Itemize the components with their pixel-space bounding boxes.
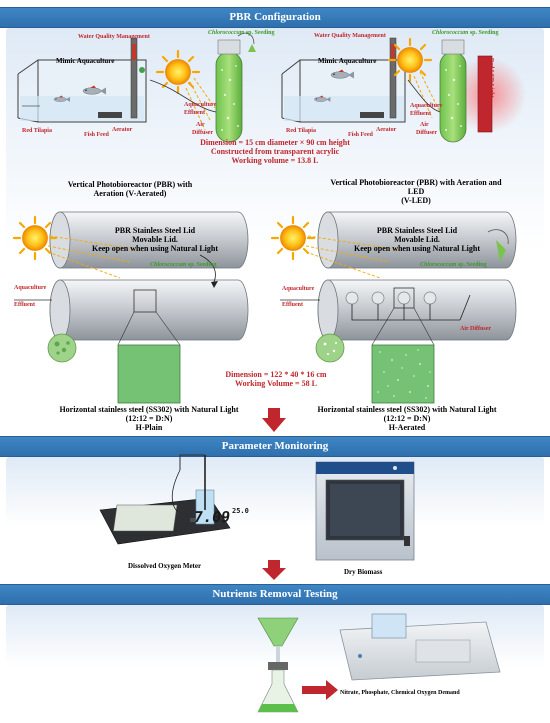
h-right-effluent: Effluent — [282, 302, 303, 308]
h-plain-caption-line-3: H-Plain — [135, 423, 163, 433]
label-chlorococcum: Chlorococcum — [432, 30, 469, 36]
h-right-air-diffuser: Air Diffuser — [460, 326, 492, 332]
do-meter-illustration — [99, 454, 231, 545]
label-aerator-left: Aerator — [112, 127, 133, 133]
vertical-dimension-line-2: Constructed from transparent acrylic — [210, 147, 340, 157]
filtration-flask-illustration — [257, 617, 299, 713]
label-diffuser-right: Diffuser — [416, 130, 437, 136]
vertical-dimension-text: Dimension = 15 cm diameter × 90 cm heigh… — [190, 138, 360, 166]
h-aerated-setup — [270, 211, 517, 404]
meter-reading: 7.09 — [192, 508, 232, 526]
h-right-aquaculture: Aquaculture — [282, 286, 315, 292]
label-mimic-aquaculture-left: Mimic Aquaculture — [56, 57, 115, 65]
label-red-tilapia-right: Red Tilapia — [286, 128, 316, 134]
label-aquaculture-right: Aquaculture — [410, 103, 443, 109]
horizontal-dimension-line-2: Working Volume = 58 L — [235, 379, 317, 389]
label-effluent-right: Effluent — [410, 111, 431, 117]
label-water-quality-left: Water Quality Management — [78, 34, 150, 40]
label-diffuser-left: Diffuser — [192, 130, 213, 136]
dry-biomass-oven-illustration — [315, 461, 415, 561]
label-air-left: Air — [196, 122, 205, 128]
v-aerated-title: Vertical Photobioreactor (PBR) with Aera… — [30, 180, 230, 198]
v-aerated-title-line-2: Aeration (V-Aerated) — [93, 189, 167, 199]
arrow-down-icon — [262, 560, 286, 580]
h-aerated-caption: Horizontal stainless steel (SS302) with … — [294, 405, 520, 433]
h-left-lid-line-2: Movable Lid. — [132, 235, 178, 245]
vertical-dimension-line-1: Dimension = 15 cm diameter × 90 cm heigh… — [200, 138, 350, 147]
label-aerator-right: Aerator — [376, 127, 397, 133]
h-left-effluent: Effluent — [14, 302, 35, 308]
label-chlorococcum: Chlorococcum — [150, 262, 187, 268]
spectrophotometer-illustration — [339, 613, 501, 681]
label-fish-feed-left: Fish Feed — [84, 132, 109, 138]
label-chlorococcum: Chlorococcum — [420, 262, 457, 268]
dry-biomass-label: Dry Biomass — [344, 568, 383, 576]
h-left-seeding: Chlorococcum sp. Seeding — [150, 262, 217, 269]
v-aerated-setup — [17, 32, 256, 143]
section-title-nutrients-removal: Nutrients Removal Testing — [0, 584, 550, 605]
arrow-down-icon — [262, 408, 286, 432]
h-plain-setup — [12, 211, 249, 404]
label-effluent-left: Effluent — [184, 110, 205, 116]
horizontal-dimension-text: Dimension = 122 * 40 * 16 cm Working Vol… — [196, 370, 356, 388]
label-seeding-left: Chlorococcum sp. Seeding — [208, 30, 275, 37]
h-left-lid-text: PBR Stainless Steel Lid Movable Lid. Kee… — [70, 226, 240, 254]
h-aerated-caption-line-1: Horizontal stainless steel (SS302) with … — [317, 405, 497, 414]
label-water-quality-right: Water Quality Management — [314, 33, 386, 39]
h-aerated-caption-line-2: (12:12 = D:N) — [383, 414, 431, 424]
label-seeding: sp. Seeding — [457, 262, 487, 268]
section-title-pbr-configuration: PBR Configuration — [0, 7, 550, 28]
horizontal-dimension-line-1: Dimension = 122 * 40 * 16 cm — [225, 370, 327, 379]
label-mimic-aquaculture-right: Mimic Aquaculture — [318, 57, 377, 65]
label-chlorococcum: Chlorococcum — [208, 30, 245, 36]
v-aerated-title-line-1: Vertical Photobioreactor (PBR) with — [67, 180, 193, 189]
h-left-lid-line-1: PBR Stainless Steel Lid — [114, 226, 196, 235]
h-right-lid-line-3: Keep open when using Natural Light — [353, 244, 481, 254]
do-meter-label: Dissolved Oxygen Meter — [128, 562, 202, 570]
label-seeding-right: Chlorococcum sp. Seeding — [432, 30, 499, 37]
v-led-title-line-2: LED — [407, 187, 425, 197]
h-left-aquaculture: Aquaculture — [14, 285, 47, 291]
h-plain-caption-line-1: Horizontal stainless steel (SS302) with … — [59, 405, 239, 414]
label-air-right: Air — [420, 122, 429, 128]
h-right-seeding: Chlorococcum sp. Seeding — [420, 262, 487, 269]
arrow-right-icon — [302, 680, 338, 700]
label-aquaculture-left: Aquaculture — [184, 102, 217, 108]
v-led-setup — [281, 37, 526, 143]
v-led-title: Vertical Photobioreactor (PBR) with Aera… — [306, 178, 526, 206]
label-red-led-light: Red LED Light — [488, 58, 494, 98]
h-aerated-caption-line-3: H-Aerated — [388, 423, 426, 433]
h-right-lid-line-1: PBR Stainless Steel Lid — [376, 226, 458, 235]
h-left-lid-line-3: Keep open when using Natural Light — [91, 244, 219, 254]
label-seeding: sp. Seeding — [187, 262, 217, 268]
h-right-lid-text: PBR Stainless Steel Lid Movable Lid. Kee… — [332, 226, 502, 254]
vertical-dimension-line-3: Working volume = 13.8 L — [231, 156, 319, 166]
v-led-title-line-3: (V-LED) — [401, 196, 431, 206]
label-seeding: sp. Seeding — [245, 30, 275, 36]
section-title-parameter-monitoring: Parameter Monitoring — [0, 436, 550, 457]
h-right-lid-line-2: Movable Lid. — [394, 235, 440, 245]
label-seeding: sp. Seeding — [469, 30, 499, 36]
v-led-title-line-1: Vertical Photobioreactor (PBR) with Aera… — [330, 178, 502, 187]
nutrients-analysis-label: Nitrate, Phosphate, Chemical Oxygen Dema… — [340, 690, 460, 696]
h-plain-caption: Horizontal stainless steel (SS302) with … — [36, 405, 262, 433]
label-fish-feed-right: Fish Feed — [348, 132, 373, 138]
h-plain-caption-line-2: (12:12 = D:N) — [125, 414, 173, 424]
label-red-tilapia-left: Red Tilapia — [22, 128, 52, 134]
meter-temperature: 25.0 — [232, 507, 249, 515]
